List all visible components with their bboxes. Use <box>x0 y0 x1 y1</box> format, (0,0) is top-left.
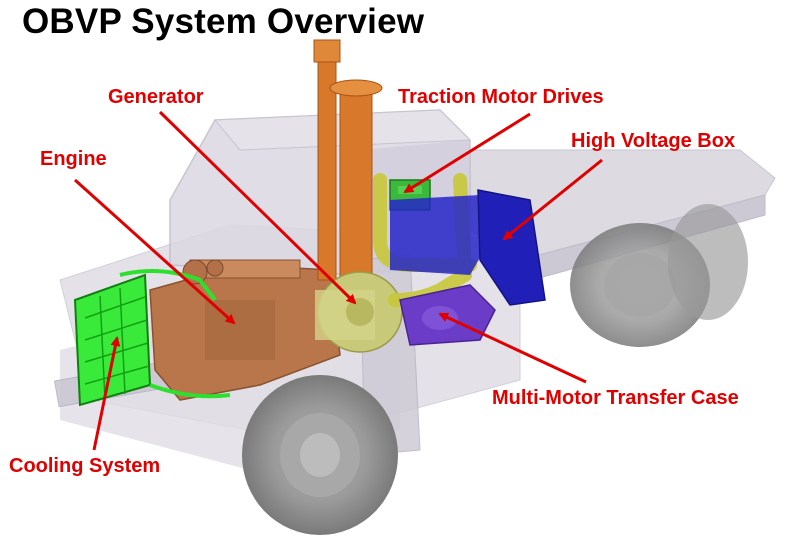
generator-pointer <box>158 110 357 305</box>
transfer-case-pointer <box>438 312 587 384</box>
engine-block <box>149 259 341 401</box>
label-multi-motor-transfer-case: Multi-Motor Transfer Case <box>492 387 739 409</box>
high-voltage-box-pointer <box>502 158 603 241</box>
label-cooling-system: Cooling System <box>9 455 161 477</box>
cooling-system-pointer <box>92 336 121 451</box>
engine-pointer <box>73 178 236 325</box>
front-tire <box>242 375 398 535</box>
exhaust-stacks <box>313 39 383 284</box>
slide-title: OBVP System Overview <box>22 2 425 41</box>
label-generator: Generator <box>108 86 204 108</box>
label-high-voltage-box: High Voltage Box <box>571 130 736 152</box>
traction-motor-drives-pointer <box>403 112 531 194</box>
label-pointers <box>73 110 603 451</box>
label-traction-motor-drives: Traction Motor Drives <box>398 86 604 108</box>
generator-unit <box>315 271 403 353</box>
label-engine: Engine <box>40 148 107 170</box>
rear-tires <box>570 204 748 347</box>
